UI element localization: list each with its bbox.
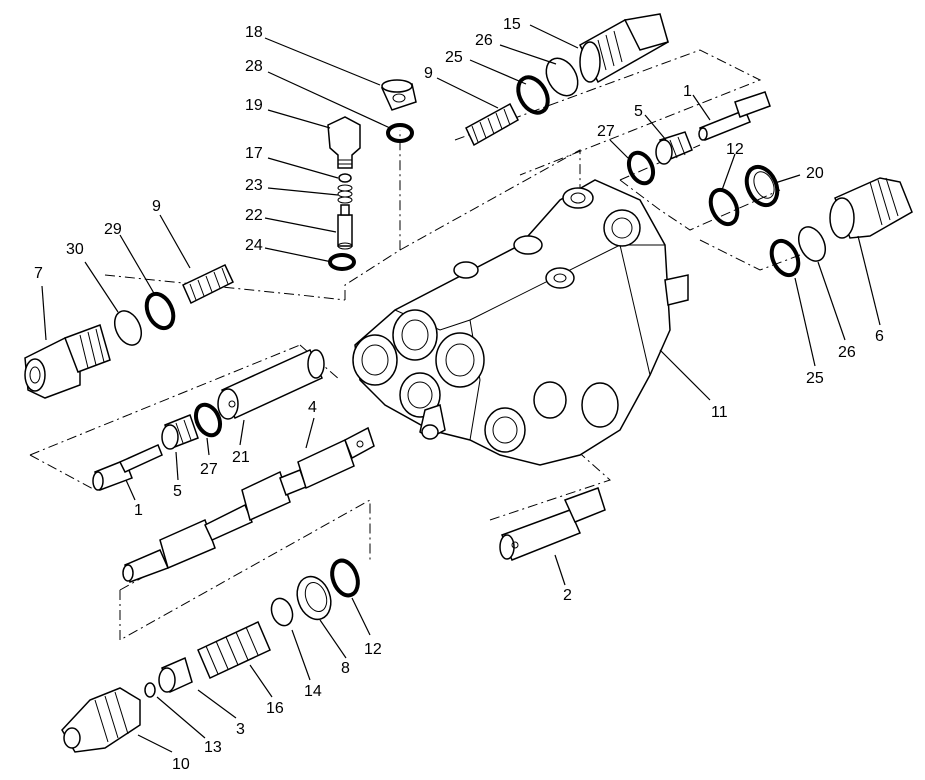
spring-16 bbox=[197, 620, 271, 680]
oring-27-top bbox=[626, 150, 656, 186]
plunger-1-top bbox=[698, 91, 771, 141]
label-14: 14 bbox=[304, 683, 322, 700]
ring-26-right bbox=[797, 226, 827, 262]
part-labels: 18 28 19 17 23 22 24 15 26 25 9 1 5 27 1… bbox=[34, 16, 884, 773]
label-27-top: 27 bbox=[597, 123, 615, 140]
spool-4 bbox=[122, 426, 375, 583]
plug-15 bbox=[579, 13, 669, 84]
oring-12-top bbox=[708, 187, 740, 227]
spring-23 bbox=[337, 184, 353, 204]
poppet-22 bbox=[337, 204, 353, 250]
label-9-left: 9 bbox=[152, 198, 161, 215]
label-21: 21 bbox=[232, 449, 250, 466]
oring-12-bottom bbox=[330, 558, 360, 598]
label-12-top: 12 bbox=[726, 141, 744, 158]
label-30: 30 bbox=[66, 241, 84, 258]
washer-14 bbox=[270, 597, 294, 627]
spring-9-top bbox=[465, 102, 519, 147]
oring-25-right bbox=[769, 238, 801, 278]
label-17: 17 bbox=[245, 145, 263, 162]
label-7: 7 bbox=[34, 265, 43, 282]
label-15: 15 bbox=[503, 16, 521, 33]
label-2: 2 bbox=[563, 587, 572, 604]
washer-13 bbox=[144, 682, 156, 698]
cap-8 bbox=[296, 575, 332, 621]
seal-20 bbox=[744, 164, 780, 208]
plug-6 bbox=[829, 177, 913, 239]
retainer-3 bbox=[158, 656, 193, 694]
label-10: 10 bbox=[172, 756, 190, 773]
cap-10 bbox=[61, 687, 141, 753]
label-29: 29 bbox=[104, 221, 122, 238]
plug-18 bbox=[380, 79, 417, 111]
label-4: 4 bbox=[308, 399, 317, 416]
relief-valve-19 bbox=[327, 116, 361, 169]
label-1-top: 1 bbox=[683, 83, 692, 100]
label-28: 28 bbox=[245, 58, 263, 75]
label-19: 19 bbox=[245, 97, 263, 114]
oring-27-left bbox=[193, 402, 223, 438]
label-12-bottom: 12 bbox=[364, 641, 382, 658]
label-27-left: 27 bbox=[200, 461, 218, 478]
valve-body bbox=[352, 179, 689, 466]
spacer-5-top bbox=[655, 131, 693, 165]
label-23: 23 bbox=[245, 177, 263, 194]
label-8: 8 bbox=[341, 660, 350, 677]
oring-28 bbox=[386, 123, 414, 143]
spring-9-left bbox=[182, 263, 234, 305]
seal-17 bbox=[338, 173, 352, 183]
label-1-left: 1 bbox=[134, 502, 143, 519]
label-11: 11 bbox=[711, 404, 728, 421]
oring-25-top bbox=[516, 75, 550, 115]
oring-29 bbox=[144, 291, 176, 331]
pin-2 bbox=[499, 487, 606, 561]
label-26-top: 26 bbox=[475, 32, 493, 49]
label-16: 16 bbox=[266, 700, 284, 717]
label-6: 6 bbox=[875, 328, 884, 345]
label-18: 18 bbox=[245, 24, 263, 41]
label-20: 20 bbox=[806, 165, 824, 182]
label-9-top: 9 bbox=[424, 65, 433, 82]
sleeve-21 bbox=[217, 349, 325, 420]
spacer-5-left bbox=[161, 414, 199, 450]
label-25-top: 25 bbox=[445, 49, 463, 66]
plug-7 bbox=[24, 324, 111, 399]
ring-30 bbox=[113, 310, 143, 346]
ring-26-top bbox=[545, 57, 579, 97]
label-13: 13 bbox=[204, 739, 222, 756]
oring-24 bbox=[328, 253, 356, 271]
label-5-left: 5 bbox=[173, 483, 182, 500]
label-24: 24 bbox=[245, 237, 263, 254]
leader-lines bbox=[41, 24, 881, 753]
plunger-1-left bbox=[92, 443, 163, 491]
label-22: 22 bbox=[245, 207, 263, 224]
label-5-top: 5 bbox=[634, 103, 643, 120]
label-3: 3 bbox=[236, 721, 245, 738]
label-25-right: 25 bbox=[806, 370, 824, 387]
label-26-right: 26 bbox=[838, 344, 856, 361]
